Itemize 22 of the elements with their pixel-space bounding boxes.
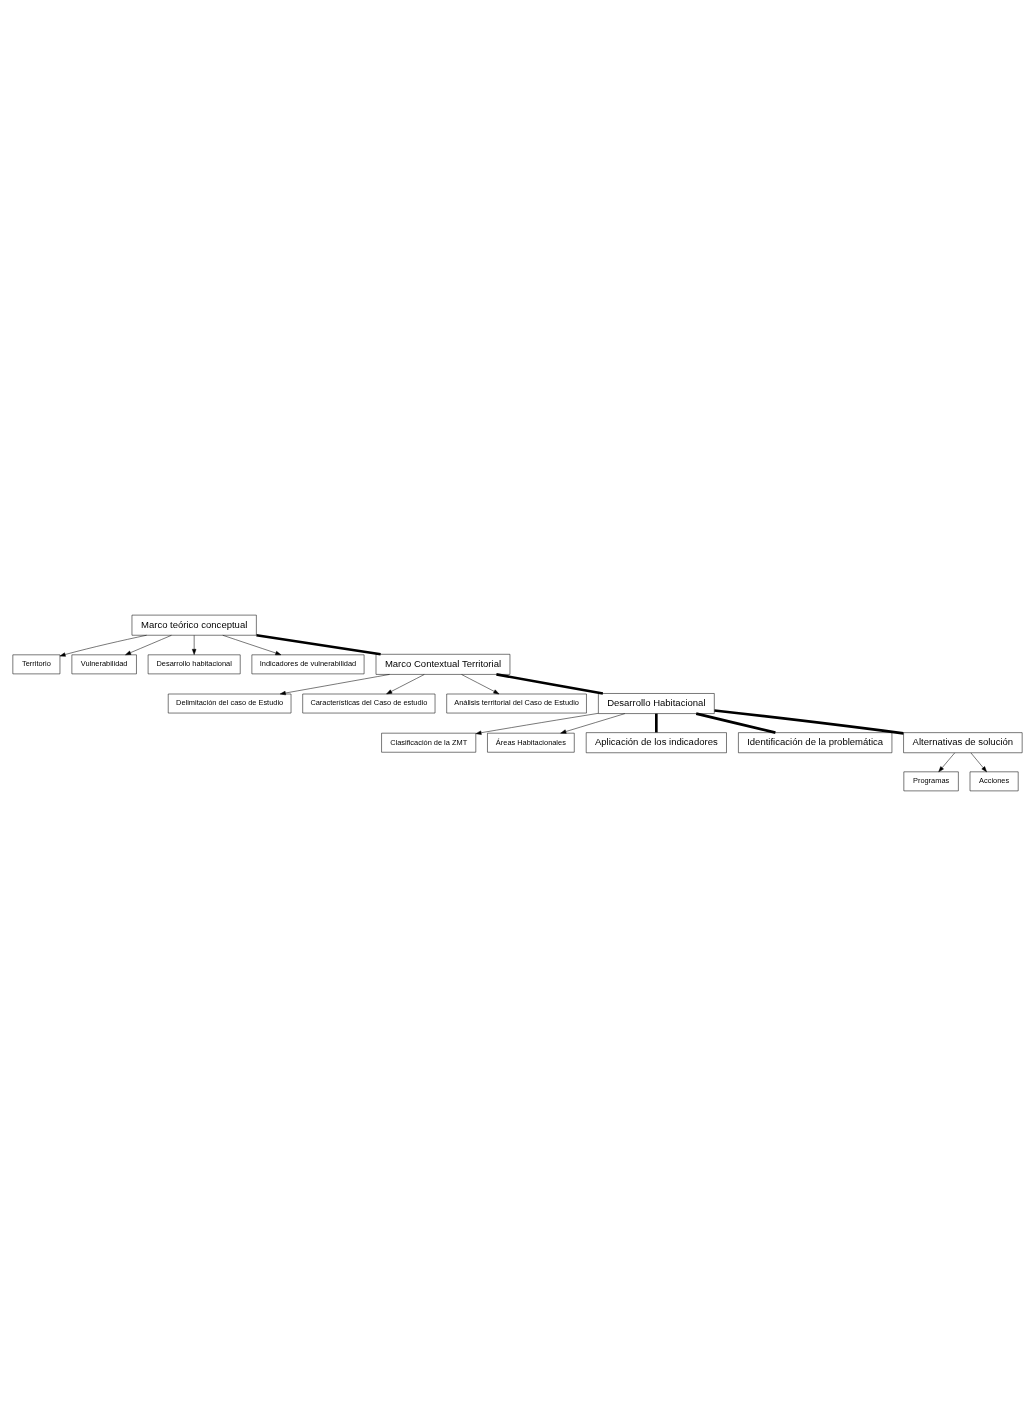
arrow [386,674,425,695]
node-box: Alternativas de solución [903,732,1023,754]
arrow [192,635,197,655]
node-box: Aplicación de los indicadores [585,732,727,754]
node-box: Identificación de la problemática [738,732,893,754]
arrow [560,713,626,734]
arrow [222,635,282,656]
connector [256,633,381,656]
connector [496,673,604,695]
connector [695,712,776,734]
connector [714,709,904,735]
node-box: Marco teórico conceptual [131,614,257,636]
arrow [461,674,500,695]
connector [655,713,658,733]
arrow [970,752,987,773]
arrow [59,634,147,657]
arrow [125,635,172,656]
arrow [938,752,955,773]
node-box: Marco Contextual Territorial [375,654,511,675]
node-box: Desarrollo Habitacional [598,693,715,714]
arrow [475,713,599,735]
arrow [279,674,390,696]
